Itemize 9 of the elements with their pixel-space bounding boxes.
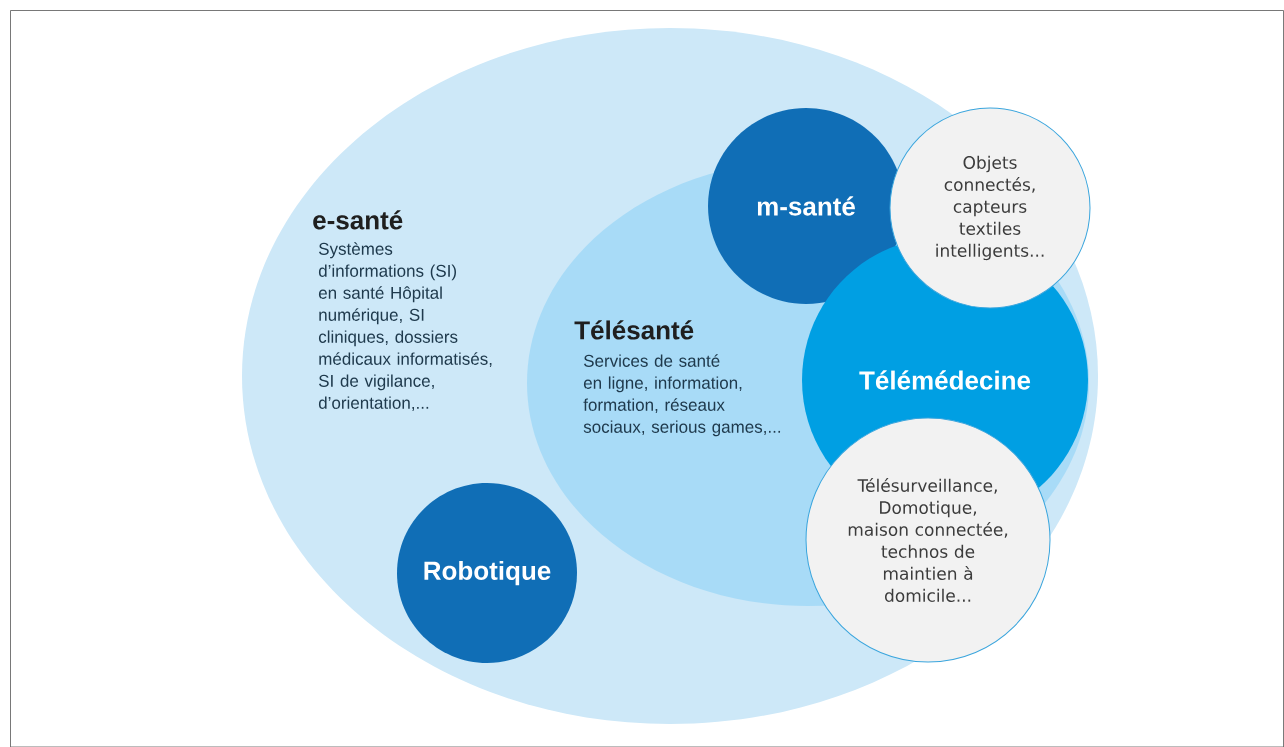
circle-label: Robotique bbox=[424, 560, 551, 586]
heading: e-santé bbox=[313, 210, 403, 230]
circle-label: m-santé bbox=[757, 196, 855, 216]
circle-label: Télémédecine bbox=[859, 370, 1031, 390]
description: Services de santé en ligne, information, formation, réseaux sociaux, serious games,... bbox=[583, 354, 781, 437]
circle-text: Télésurveillance, Domotique, maison connectée, technos de maintien à domicile... bbox=[848, 478, 1008, 602]
circle-text: Objets connectés, capteurs textiles intelligents... bbox=[936, 155, 1044, 261]
description: Systèmes d’informations (SI) en santé Hôpital numérique, SI cliniques, dossiers médicaux informatisés, SI de vigilance, d’orientation,... bbox=[318, 242, 492, 411]
heading: Télésanté bbox=[574, 320, 694, 340]
